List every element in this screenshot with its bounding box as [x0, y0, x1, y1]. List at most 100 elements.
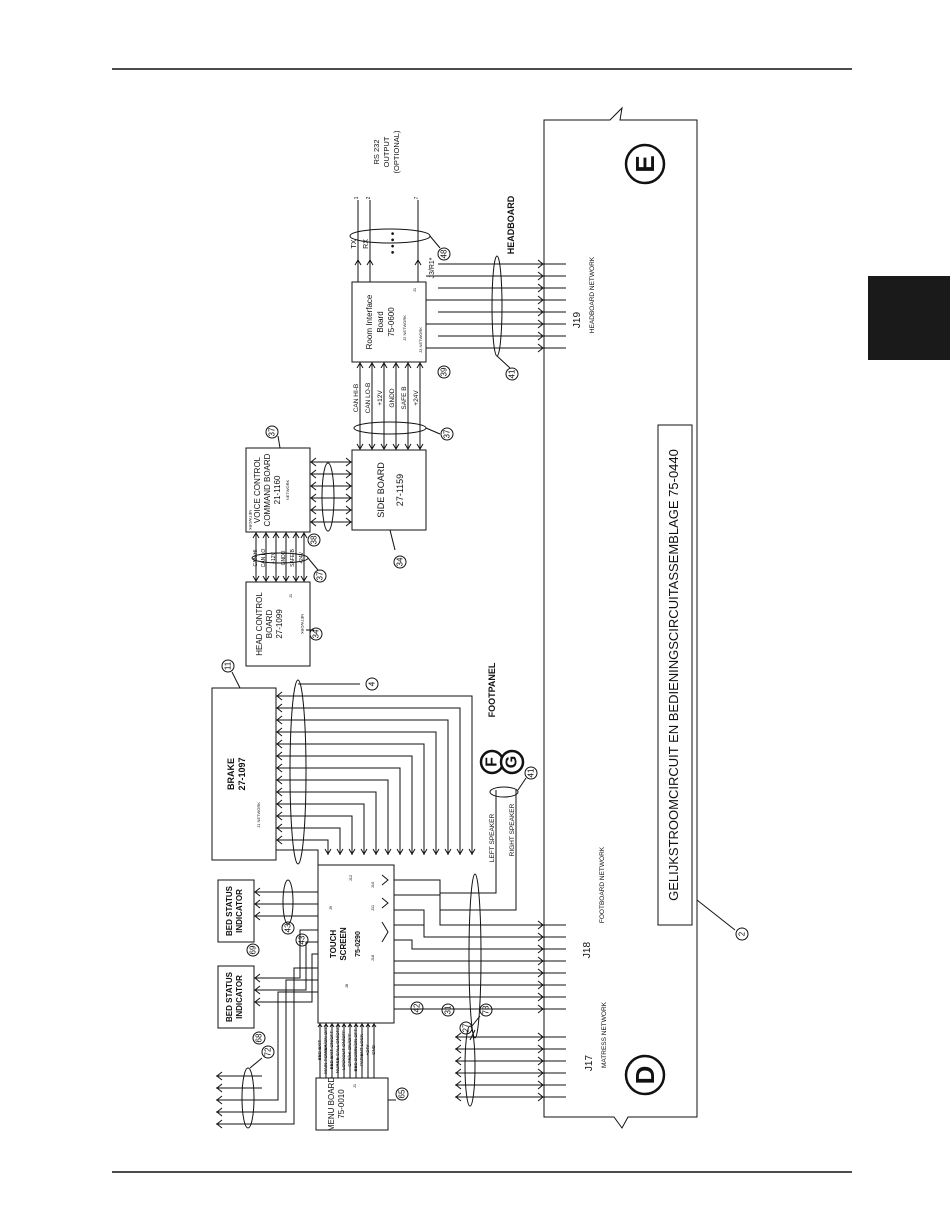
- head-control-board: [245, 581, 311, 667]
- callout-34-side: [393, 555, 407, 569]
- svg-text:TX: TX: [351, 239, 358, 248]
- touch-screen: [317, 864, 395, 1024]
- left-output-wires: [216, 967, 318, 1129]
- svg-text:+24V: +24V: [299, 551, 305, 563]
- svg-text:34: 34: [312, 629, 321, 638]
- svg-text:41: 41: [508, 369, 517, 378]
- callout-72: [261, 1045, 275, 1059]
- svg-text:7: 7: [414, 196, 420, 199]
- svg-text:+12V: +12V: [271, 551, 277, 563]
- callout-41-top: [505, 367, 519, 381]
- svg-text:48: 48: [440, 249, 449, 258]
- menu-board: [315, 1077, 389, 1131]
- callout-73: [479, 1003, 493, 1017]
- section-F: F: [484, 757, 501, 767]
- footpanel-label: FOOTPANEL: [487, 662, 497, 717]
- callout-41-speaker: [524, 766, 538, 780]
- section-E: E: [630, 155, 660, 172]
- svg-text:43: 43: [284, 923, 293, 932]
- svg-text:J18: J18: [370, 954, 375, 961]
- callout-68: [252, 1031, 266, 1045]
- svg-text:TOUCH: TOUCH: [329, 930, 338, 959]
- svg-text:SCREEN: SCREEN: [339, 927, 348, 961]
- headboard-label: HEADBOARD: [506, 195, 516, 254]
- callout-34-head: [309, 627, 323, 641]
- svg-text:38: 38: [310, 535, 319, 544]
- svg-text:MENU BOARD: MENU BOARD: [327, 1077, 336, 1131]
- svg-text:Board: Board: [376, 311, 385, 332]
- svg-text:NETWORK: NETWORK: [300, 614, 305, 635]
- svg-text:2: 2: [738, 931, 747, 936]
- rs232-label-2: OUTPUT: [382, 136, 391, 167]
- callout-39: [437, 365, 451, 379]
- svg-text:27-1097: 27-1097: [237, 757, 247, 790]
- svg-text:J1: J1: [412, 287, 417, 292]
- svg-text:37: 37: [443, 429, 452, 438]
- svg-text:LEFT SPEAKER: LEFT SPEAKER: [489, 814, 496, 863]
- room-interface-board: [351, 281, 427, 363]
- j18-net: FOOTBOARD NETWORK: [599, 846, 606, 923]
- svg-text:11: 11: [224, 661, 233, 670]
- svg-text:73: 73: [482, 1005, 491, 1014]
- bed-status-indicator-1: [217, 879, 255, 943]
- section-G-circle: [499, 749, 525, 775]
- callout-37-b: [307, 533, 321, 547]
- speaker-wires: [440, 786, 519, 911]
- side-board: [351, 449, 427, 531]
- svg-text:COMMAND BOARD: COMMAND BOARD: [263, 453, 272, 526]
- svg-text:RIGHT SPEAKER: RIGHT SPEAKER: [509, 803, 516, 856]
- svg-text:LOCKOUT ON/OFF: LOCKOUT ON/OFF: [341, 1030, 346, 1070]
- svg-text:BED EXIT ON/OFF: BED EXIT ON/OFF: [329, 1030, 334, 1069]
- svg-text:NETWORK: NETWORK: [285, 479, 290, 500]
- main-assembly-board: [543, 106, 698, 1129]
- svg-text:BED STATUS: BED STATUS: [225, 971, 234, 1022]
- svg-text:J3 NETWORK: J3 NETWORK: [418, 327, 423, 353]
- svg-text:72: 72: [264, 1047, 273, 1056]
- callout-38: [265, 425, 279, 439]
- svg-text:J1: J1: [352, 1083, 357, 1088]
- svg-text:J9: J9: [328, 905, 333, 910]
- callout-2: [735, 927, 749, 941]
- svg-text:CAN LO: CAN LO: [261, 549, 267, 568]
- svg-text:MAIN POWER/ON OFF: MAIN POWER/ON OFF: [323, 1026, 328, 1074]
- main-label-box: [657, 424, 693, 926]
- svg-text:SAFE B: SAFE B: [290, 548, 296, 566]
- callout-69: [246, 943, 260, 957]
- svg-text:GNDD: GNDD: [389, 388, 396, 407]
- svg-text:CAN HI-B: CAN HI-B: [353, 384, 360, 413]
- svg-text:BED DOWN/ON OFF: BED DOWN/ON OFF: [353, 1028, 358, 1071]
- brake-board: [211, 687, 277, 861]
- svg-text:CAN LO-B: CAN LO-B: [365, 383, 372, 414]
- svg-text:J12: J12: [348, 874, 353, 881]
- callout-48: [437, 247, 451, 261]
- chapter-tab: [868, 276, 950, 360]
- bed-status-indicator-2: [217, 965, 255, 1029]
- section-D: D: [630, 1066, 660, 1085]
- callout-37-a: [440, 427, 454, 441]
- main-label: GELIJKSTROOMCIRCUIT EN BEDIENINGSCIRCUIT…: [666, 449, 681, 901]
- svg-text:+12V: +12V: [377, 390, 384, 406]
- svg-text:+24V: +24V: [365, 1045, 370, 1056]
- j17-net: MATRESS NETWORK: [601, 1001, 608, 1068]
- svg-text:27: 27: [462, 1023, 471, 1032]
- callout-43-a: [281, 921, 295, 935]
- svg-text:BED STATUS: BED STATUS: [225, 885, 234, 936]
- svg-text:NETWORK: NETWORK: [248, 510, 253, 531]
- svg-text:GNDD: GNDD: [281, 550, 287, 565]
- svg-text:27-1099: 27-1099: [275, 609, 284, 639]
- svg-text:BED EXIT: BED EXIT: [317, 1040, 322, 1061]
- svg-text:+24V: +24V: [413, 390, 420, 406]
- callout-37-c: [313, 569, 327, 583]
- callout-4: [365, 677, 379, 691]
- svg-text:J11: J11: [370, 904, 375, 911]
- voice-to-side-wires: [310, 457, 352, 532]
- svg-text:BRAKE: BRAKE: [226, 758, 236, 790]
- svg-text:PATIENT LOCK: PATIENT LOCK: [359, 1034, 364, 1066]
- svg-text:CPR/HI ON/OFF: CPR/HI ON/OFF: [347, 1033, 352, 1067]
- svg-text:VOICE CONTROL: VOICE CONTROL: [253, 456, 262, 523]
- svg-text:HEAD CONTROL: HEAD CONTROL: [255, 592, 264, 656]
- rs232-label-3: (OPTIONAL): [392, 130, 401, 173]
- svg-text:J1 NETWORK: J1 NETWORK: [256, 802, 261, 828]
- section-D-circle: [624, 1054, 666, 1096]
- svg-text:21-1160: 21-1160: [273, 475, 282, 504]
